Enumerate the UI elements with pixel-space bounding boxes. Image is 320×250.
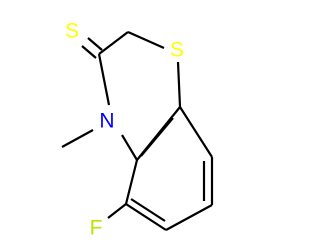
- bond-thione-double-2: [81, 45, 97, 59]
- bond-n4-methyl: [61, 129, 94, 148]
- bond-layer: [61, 30, 214, 231]
- bond-c6-c5: [125, 203, 167, 231]
- bond-c5-c4a: [124, 159, 139, 205]
- molecule-canvas: S S N F: [61, 19, 214, 240]
- molecule-structure: S S N F: [61, 20, 214, 240]
- atom-fluorine: F: [90, 217, 103, 240]
- bond-c7-c6: [165, 204, 213, 231]
- bond-c3-n4: [97, 53, 111, 106]
- bond-c6-c5-inner: [130, 198, 166, 222]
- atom-thione-sulfur: S: [65, 20, 79, 43]
- bond-s1-c8a: [176, 61, 182, 108]
- bond-thione-double-1: [87, 37, 103, 51]
- bond-c8a-c8: [179, 106, 213, 158]
- atom-label-layer: S S N F: [65, 20, 184, 240]
- bond-c3-c2: [98, 31, 129, 55]
- atom-ring-sulfur: S: [170, 39, 184, 62]
- bond-c5-f: [107, 203, 127, 219]
- bond-c8a-c4a-inner: [140, 117, 174, 157]
- atom-nitrogen: N: [99, 110, 114, 133]
- bond-c2-s1: [127, 30, 165, 50]
- bond-n4-c4a: [121, 134, 138, 161]
